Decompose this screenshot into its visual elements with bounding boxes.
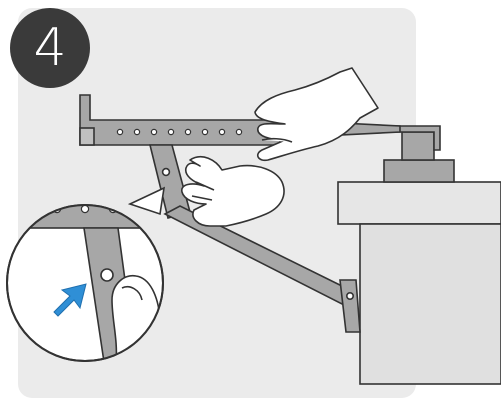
step-number-badge: 4 bbox=[10, 8, 90, 88]
desk-top bbox=[338, 182, 501, 224]
desk bbox=[338, 182, 501, 384]
desk-leg bbox=[360, 224, 501, 384]
